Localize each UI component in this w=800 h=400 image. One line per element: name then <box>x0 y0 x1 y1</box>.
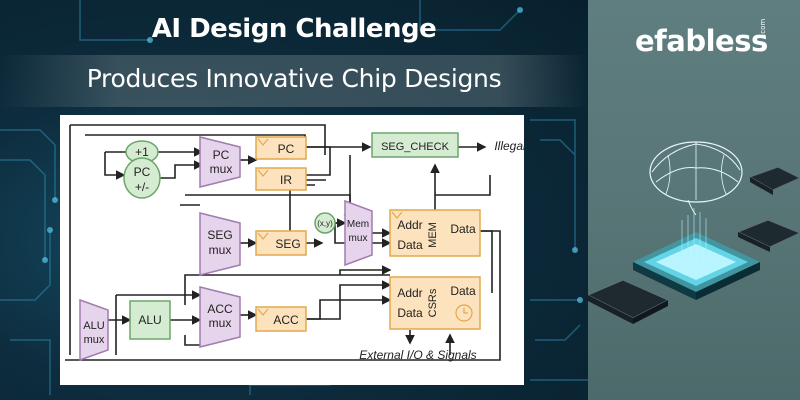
xy-label: (x,y) <box>317 219 333 228</box>
subheadline: Produces Innovative Chip Designs <box>86 64 502 93</box>
pc-mux-label-2: mux <box>210 162 233 176</box>
headline: AI Design Challenge <box>151 14 437 44</box>
seg-check-block <box>371 132 459 158</box>
green-blocks <box>123 132 459 340</box>
csr-block <box>389 276 481 330</box>
seg-register <box>255 230 307 256</box>
acc-mux-label-1: ACC <box>207 302 233 316</box>
mem-addr-label: Addr <box>397 218 422 232</box>
mem-block <box>389 209 481 257</box>
acc-reg-label: ACC <box>273 313 299 327</box>
chip-right-bottom <box>736 219 800 252</box>
pc-reg-label: PC <box>278 142 295 156</box>
diagram-labels: +1 PC +/- PC mux PC IR SEG_CHECK Illegal… <box>83 139 524 362</box>
mem-mux-label-1: Mem <box>347 219 369 230</box>
pc-mux <box>199 136 241 188</box>
pc-mux-label-1: PC <box>213 148 230 162</box>
seg-mux <box>199 212 241 276</box>
illegal-label: Illegal <box>494 139 524 153</box>
mem-data-in-label: Data <box>397 238 423 252</box>
acc-register <box>255 306 307 332</box>
acc-mux-label-2: mux <box>209 316 232 330</box>
acc-mux <box>199 286 241 348</box>
efabless-logo-suffix: .com <box>759 18 767 36</box>
register-blocks <box>255 136 481 332</box>
plus-one-label: +1 <box>135 145 149 159</box>
mem-mux <box>344 199 373 267</box>
right-panel <box>588 0 800 400</box>
ir-reg-label: IR <box>280 173 292 187</box>
efabless-logo[interactable]: efabless <box>635 24 768 58</box>
seg-mux-label-1: SEG <box>207 228 232 242</box>
circuit-traces <box>0 0 588 395</box>
pc-calc-unit <box>123 157 161 199</box>
processor-diagram: +1 PC +/- PC mux PC IR SEG_CHECK Illegal… <box>60 115 524 385</box>
mem-mux-label-2: mux <box>349 233 368 244</box>
title-band <box>0 55 588 107</box>
light-beams <box>681 208 707 262</box>
seg-reg-label: SEG <box>275 237 300 251</box>
csr-data-out-label: Data <box>450 284 476 298</box>
chip-right-top <box>748 166 800 195</box>
chip-center <box>633 232 760 300</box>
pc-register <box>255 136 307 160</box>
alu-label: ALU <box>138 313 161 327</box>
processor-diagram-svg: +1 PC +/- PC mux PC IR SEG_CHECK Illegal… <box>65 124 524 362</box>
ir-register <box>255 167 307 191</box>
csr-data-in-label: Data <box>397 306 423 320</box>
seg-check-label: SEG_CHECK <box>381 141 450 153</box>
alu-mux-label-2: mux <box>84 334 105 346</box>
pc-calc-label-2: +/- <box>135 180 149 194</box>
pc-calc-label-1: PC <box>134 165 151 179</box>
ai-chip-illustration <box>588 141 800 324</box>
xy-combiner <box>314 212 336 234</box>
alu-mux-label-1: ALU <box>83 320 104 332</box>
csr-addr-label: Addr <box>397 286 422 300</box>
brain-icon <box>649 141 743 216</box>
seg-mux-label-2: mux <box>209 243 232 257</box>
mem-data-out-label: Data <box>450 222 476 236</box>
alu-mux <box>79 298 109 362</box>
mux-blocks <box>79 136 373 362</box>
csr-label: CSRs <box>427 288 439 317</box>
clock-marks <box>257 138 473 322</box>
mem-label: MEM <box>427 222 439 248</box>
chip-left <box>588 279 670 324</box>
alu-block <box>129 300 171 340</box>
external-io-label: External I/O & Signals <box>359 348 476 362</box>
